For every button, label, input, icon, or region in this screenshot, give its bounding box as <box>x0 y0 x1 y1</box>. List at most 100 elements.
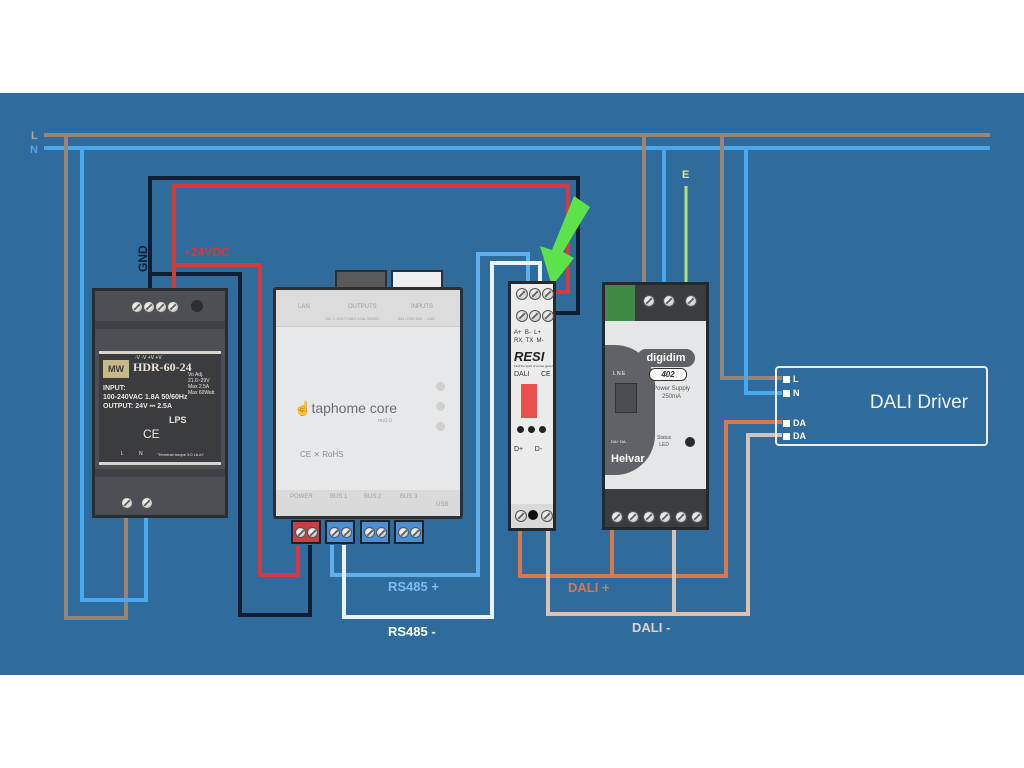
terminal-square-icon <box>783 389 790 397</box>
dip-switch[interactable] <box>521 384 537 418</box>
screw-terminal-icon <box>542 310 554 322</box>
screw-terminal-icon <box>643 511 655 523</box>
terminal-square-icon <box>783 375 790 383</box>
screw-terminal-icon <box>294 526 306 538</box>
core-version: rev2.0 <box>378 418 392 424</box>
digidim-logo: digidim <box>637 349 695 367</box>
screw-terminal-icon <box>542 288 554 300</box>
psu-spec-text: 21.6~29V Max 2.5A Max 60Watt <box>188 378 215 396</box>
label-rs485-plus: RS485 + <box>388 579 439 594</box>
driver-terminal-label: L <box>793 374 799 384</box>
psu-input-block: INPUT: 100-240VAC 1.8A 50/60Hz OUTPUT: 2… <box>103 384 187 411</box>
psu-adjust-spec: Vo Adj.21.6~29V Max 2.5A Max 60Watt <box>188 372 218 396</box>
label-line: L <box>31 130 38 142</box>
wire-24v <box>172 184 570 294</box>
dali-driver-title: DALI Driver <box>869 392 968 413</box>
helvar-bottom-terminals <box>605 489 706 527</box>
screw-terminal-icon <box>663 295 675 307</box>
label-dali-plus: DALI + <box>568 580 610 595</box>
meanwell-logo: MW <box>103 360 129 378</box>
screw-terminal-icon <box>529 288 541 300</box>
screw-terminal-icon <box>340 526 352 538</box>
helvar-logo: Helvar <box>611 453 645 465</box>
label-24vdc: +24VDC <box>184 245 230 259</box>
wire-neutral-driver <box>744 148 782 395</box>
psu-terminal-legend: -V -V +V +V <box>135 355 162 361</box>
driver-terminal-label: DA <box>793 431 806 441</box>
status-led-icon <box>436 422 445 431</box>
driver-terminal-label: N <box>793 388 800 398</box>
screw-terminal-icon <box>643 295 655 307</box>
screw-terminal-icon <box>691 511 703 523</box>
psu-torque-bottom: "Terminal torque 3.0 Lb-in" <box>157 452 205 457</box>
core-bottom-band: POWER BUS 1 BUS 2 BUS 3 USB <box>276 490 460 516</box>
psu-adj-label: Vo Adj. <box>188 372 204 378</box>
label-dali-minus: DALI - <box>632 620 670 635</box>
screw-terminal-icon <box>529 310 541 322</box>
screw-terminal-icon <box>675 511 687 523</box>
psu-ce-mark: CE <box>143 427 160 441</box>
terminal-square-icon <box>783 419 790 427</box>
helvar-model: 402 <box>649 368 687 381</box>
driver-terminal-label: DA <box>793 418 806 428</box>
status-led-icon <box>436 382 445 391</box>
status-led-icon <box>528 426 535 433</box>
driver-terminal-n: N <box>783 388 800 398</box>
helvar-desc-1: Power Supply <box>653 386 691 392</box>
core-header: LAN OUTPUTS INPUTS DC 1 VOLT MAX 0.5A 30… <box>276 290 460 327</box>
screw-terminal-icon <box>541 510 553 522</box>
screw-terminal-icon <box>143 301 155 313</box>
terminal-square-icon <box>783 432 790 440</box>
green-arrow-icon <box>540 196 590 286</box>
status-led-icon <box>436 402 445 411</box>
wire-dali-minus <box>546 433 782 616</box>
psu-bottom-n: N <box>139 451 143 457</box>
core-inputs-label: INPUTS <box>411 304 434 310</box>
resi-terminal-row1: A+ B- L+ <box>514 330 542 336</box>
status-led-icon <box>685 437 695 447</box>
screw-terminal-icon <box>375 526 387 538</box>
label-earth: E <box>682 169 689 181</box>
core-cert-marks: CE ⨯ RoHS <box>300 450 344 459</box>
helvar-green-label <box>605 285 635 321</box>
helvar-status-1: Status <box>657 435 672 441</box>
core-bus3-terminal <box>394 520 424 544</box>
core-power-label: POWER <box>290 494 313 500</box>
wire-neutral-psu <box>80 148 148 602</box>
helvar-mini-display <box>615 383 637 413</box>
psu-bottom-l: L <box>121 451 124 457</box>
screw-terminal-icon <box>397 526 409 538</box>
label-neutral: N <box>30 144 38 156</box>
wire-gnd-core <box>152 272 312 617</box>
screw-terminal-icon <box>121 497 133 509</box>
housing-rib <box>95 321 225 329</box>
screw-terminal-icon <box>685 295 697 307</box>
taphome-logo: ☝taphome core <box>294 400 398 416</box>
screw-terminal-icon <box>515 510 527 522</box>
resi-ce-mark: CE <box>541 371 551 378</box>
psu-input-label: INPUT: <box>103 385 126 392</box>
helvar-status-2: LED <box>659 442 669 448</box>
wire-dali-plus <box>518 420 782 578</box>
resi-hole <box>528 510 538 520</box>
core-bus3-label: BUS 3 <box>400 494 418 500</box>
resi-tagline: Find the spirit of a new generation <box>514 364 554 368</box>
psu-model: HDR-60-24 <box>133 360 192 374</box>
core-lan-label: LAN <box>298 304 310 310</box>
screw-terminal-icon <box>627 511 639 523</box>
core-bus1-terminal <box>325 520 355 544</box>
driver-terminal-l: L <box>783 374 799 384</box>
screw-terminal-icon <box>155 301 167 313</box>
helvar-mini-terms: L N E <box>613 371 626 377</box>
core-bus1-label: BUS 1 <box>330 494 348 500</box>
core-bus2-label: BUS 2 <box>364 494 382 500</box>
resi-bottom-block <box>511 504 553 528</box>
label-rs485-minus: RS485 - <box>388 624 436 639</box>
core-inputs-sub: IN1 COM IN2 ... 24V <box>398 316 435 321</box>
core-outputs-label: OUTPUTS <box>348 304 377 310</box>
screw-terminal-icon <box>328 526 340 538</box>
wire-line-psu <box>64 135 128 620</box>
